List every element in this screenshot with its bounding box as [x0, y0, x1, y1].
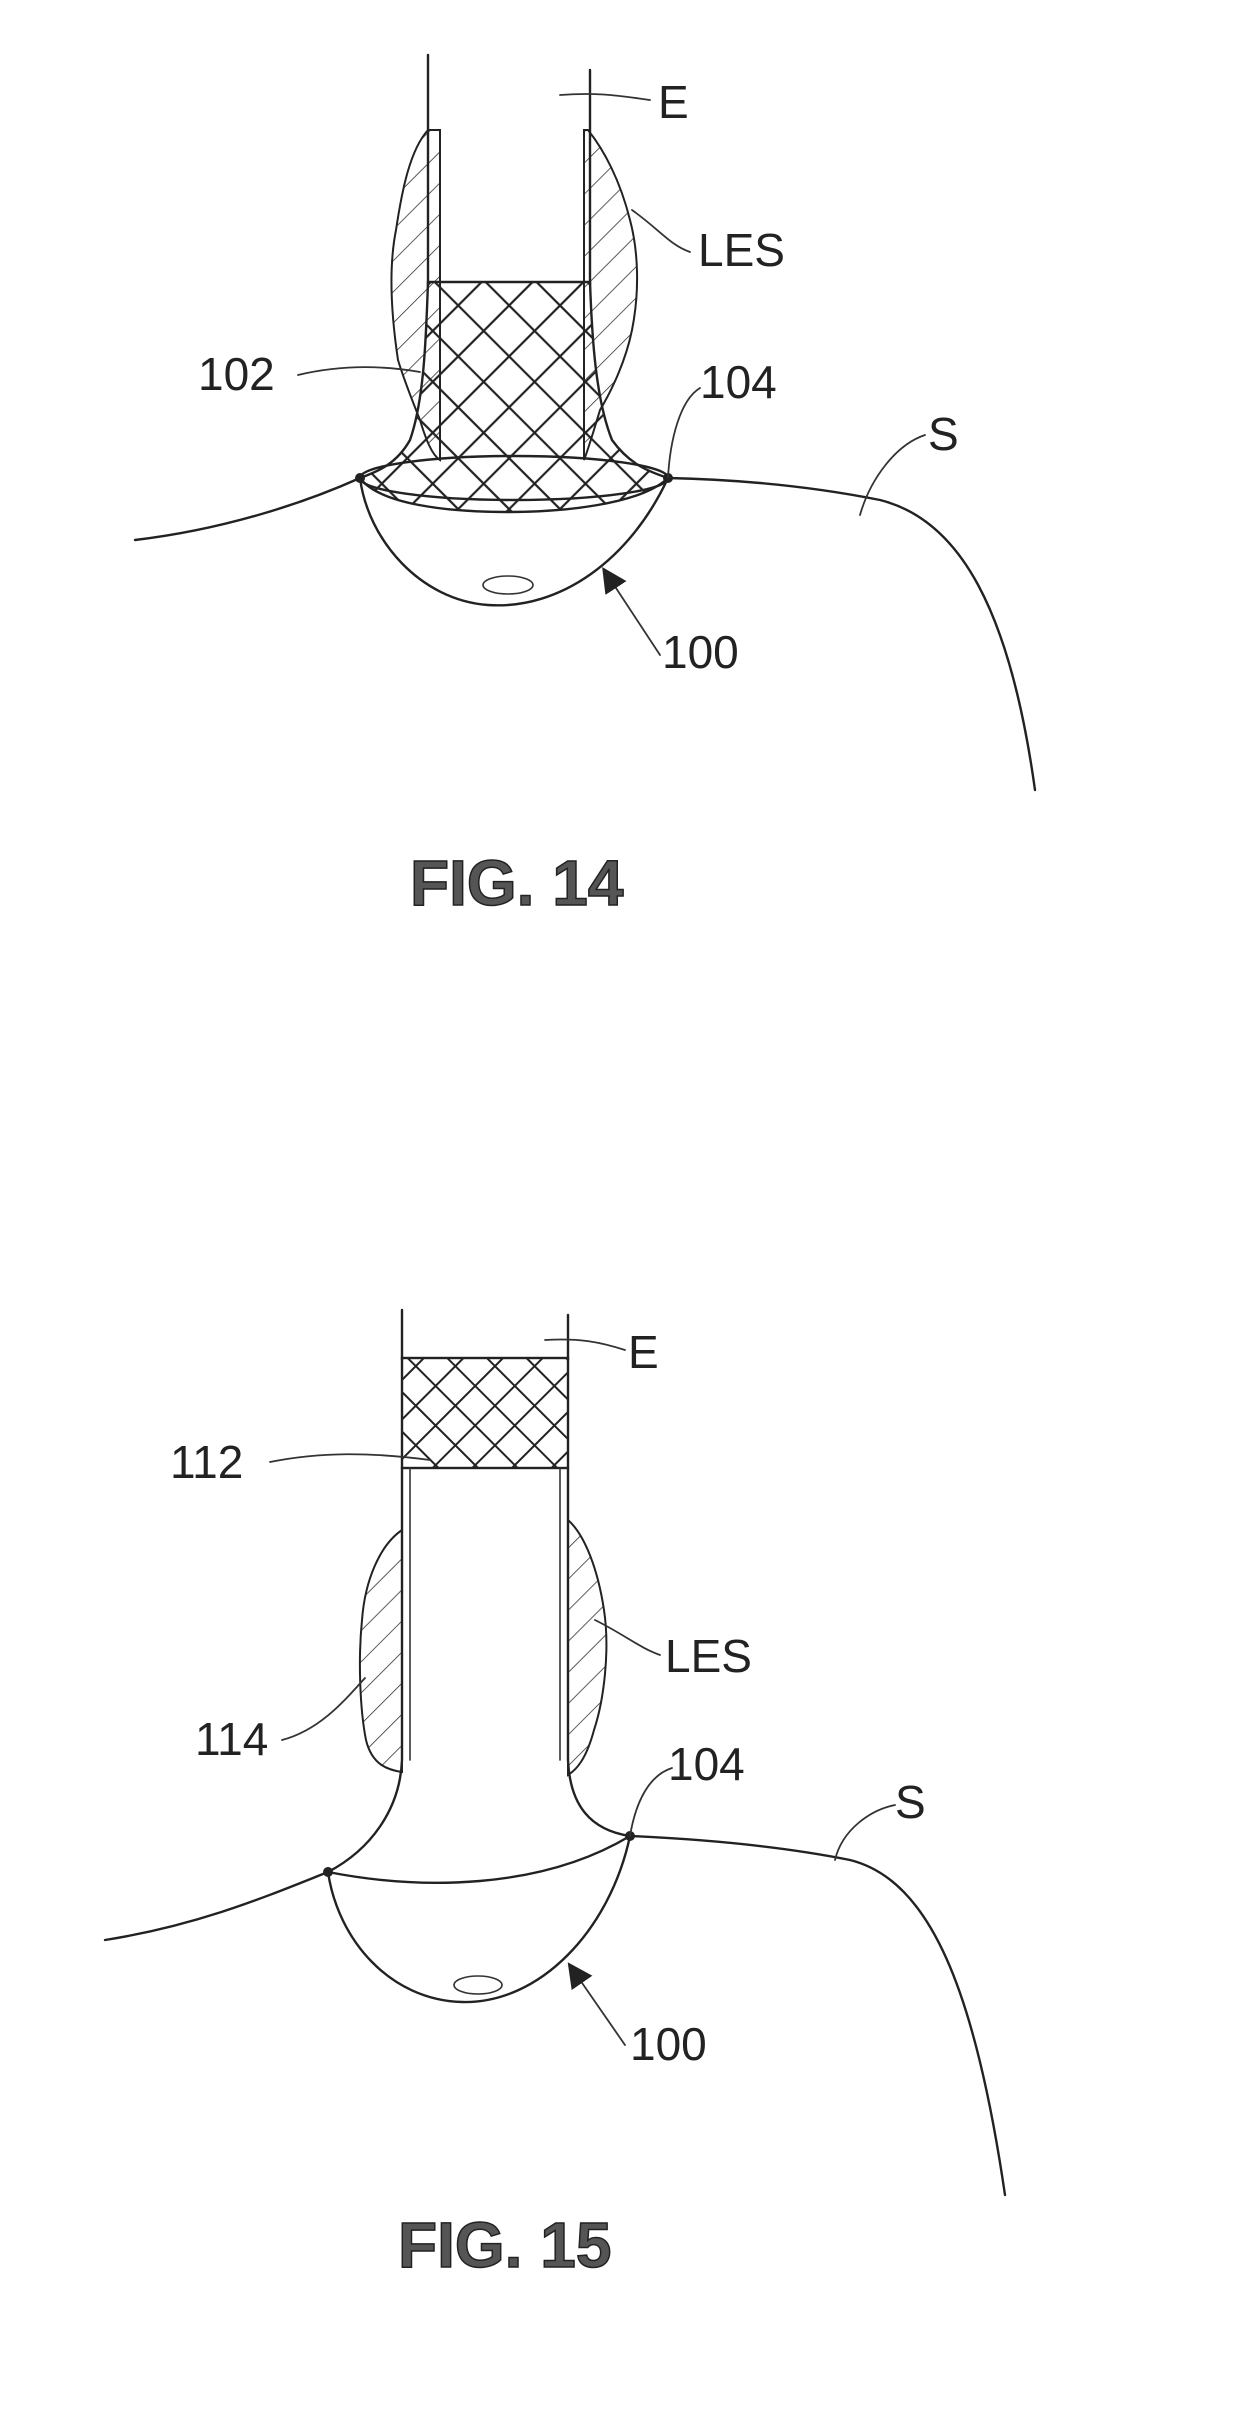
arrow-100 — [614, 585, 660, 655]
device-100-dome — [328, 1836, 630, 2002]
label-e: E — [658, 76, 689, 128]
device-100-opening — [454, 1976, 502, 1994]
figure-15: E 112 LES 114 104 S 100 FIG. 15 — [105, 1310, 1005, 2281]
label-100: 100 — [630, 2018, 707, 2070]
leader-104 — [668, 388, 700, 478]
figure-caption-15: FIG. 15 — [398, 2209, 611, 2281]
label-s: S — [928, 408, 959, 460]
stomach-wall — [105, 1836, 1005, 2195]
label-e: E — [628, 1326, 659, 1378]
les-tissue-left — [360, 1530, 402, 1772]
leader-e — [560, 94, 650, 100]
leader-les — [632, 210, 690, 252]
label-102: 102 — [198, 348, 275, 400]
label-100: 100 — [662, 626, 739, 678]
leader-e — [545, 1339, 625, 1350]
les-tissue-right — [568, 1520, 606, 1775]
label-114: 114 — [195, 1713, 268, 1765]
leader-114 — [282, 1678, 365, 1740]
label-104: 104 — [700, 356, 777, 408]
junction-104-left-dot — [355, 473, 365, 483]
label-104: 104 — [668, 1738, 745, 1790]
stomach-wall — [135, 478, 1035, 790]
leader-s — [835, 1805, 895, 1860]
junction-104-left-dot — [323, 1867, 333, 1877]
leader-104 — [630, 1768, 672, 1836]
label-les: LES — [698, 224, 785, 276]
figure-caption-14: FIG. 14 — [410, 847, 624, 919]
device-100-rim — [328, 1836, 630, 1883]
arrow-100 — [580, 1980, 625, 2045]
label-s: S — [895, 1776, 926, 1828]
device-100-opening — [483, 576, 533, 594]
mesh-section-112 — [402, 1358, 568, 1468]
label-112: 112 — [170, 1436, 243, 1488]
label-les: LES — [665, 1630, 752, 1682]
figure-14: E LES 102 104 S 100 FIG. 14 — [135, 55, 1035, 919]
